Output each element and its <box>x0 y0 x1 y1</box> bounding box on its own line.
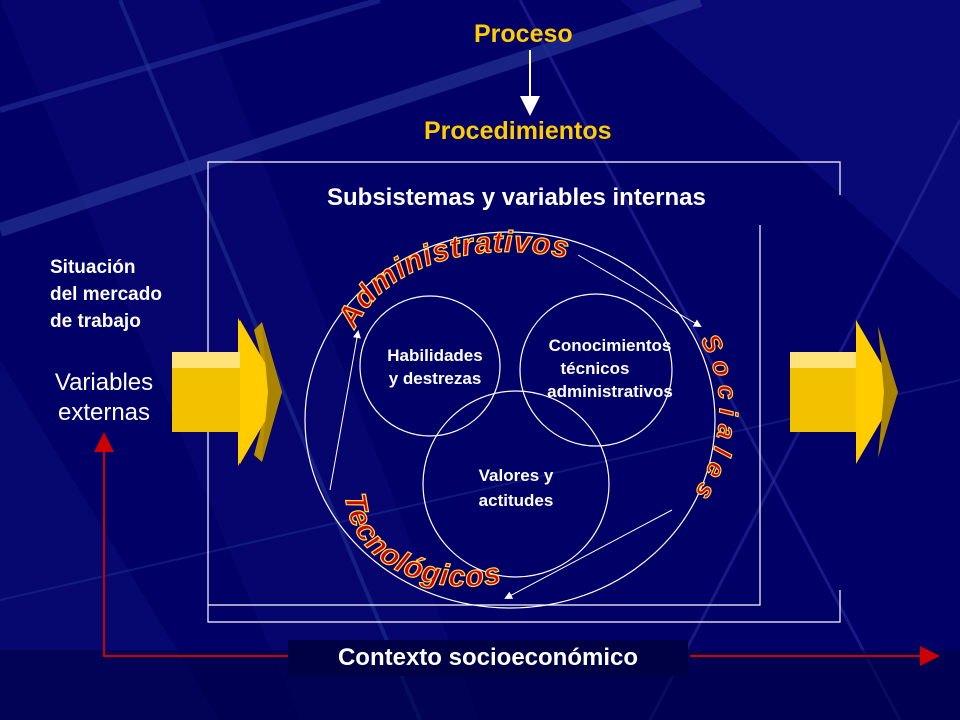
right-output-arrow <box>790 320 898 464</box>
habilidades-circle <box>359 295 501 437</box>
conocimientos-circle <box>519 293 673 447</box>
valores-circle <box>422 390 610 578</box>
left-input-arrow <box>172 318 282 466</box>
cycle-arrow-admin-social <box>577 254 702 328</box>
valores-label: Valores y actitudes <box>478 466 554 510</box>
subsistemas-title: Subsistemas y variables internas <box>327 184 706 211</box>
variables-externas-label: Variables externas <box>54 369 154 426</box>
procedimientos-label: Procedimientos <box>424 117 612 145</box>
conocimientos-label: Conocimientos técnicos administrativos <box>547 336 673 401</box>
proceso-label: Proceso <box>474 20 573 48</box>
situacion-mercado-label: Situación del mercado de trabajo <box>50 257 162 332</box>
cycle-arrow-tech-admin <box>329 330 361 491</box>
feedback-arrow-up <box>94 432 300 657</box>
inner-frame <box>208 225 761 606</box>
habilidades-label: Habilidades y destrezas <box>387 346 483 388</box>
administrativos-label: Administrativos <box>331 226 572 334</box>
cycle-arrow-social-tech <box>504 509 673 599</box>
subsystems-ellipse <box>304 231 716 609</box>
contexto-label: Contexto socioeconómico <box>288 640 688 676</box>
